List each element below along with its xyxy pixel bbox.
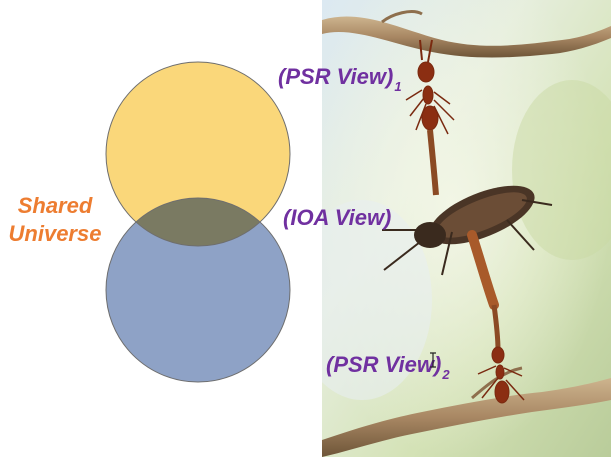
psr-view-1-label: (PSR View)1	[278, 66, 402, 88]
ioa-text: (IOA View)	[283, 205, 391, 230]
shared-label-line2: Universe	[0, 223, 110, 245]
ioa-view-label: (IOA View)	[283, 207, 391, 229]
psr1-subscript: 1	[394, 79, 401, 94]
psr2-subscript: 2	[442, 367, 449, 382]
psr1-text: (PSR View)	[278, 64, 393, 89]
shared-universe-label: Shared Universe	[0, 195, 110, 245]
text-cursor-icon	[429, 352, 437, 368]
shared-label-line1: Shared	[0, 195, 110, 217]
psr2-text: (PSR View)	[326, 352, 441, 377]
